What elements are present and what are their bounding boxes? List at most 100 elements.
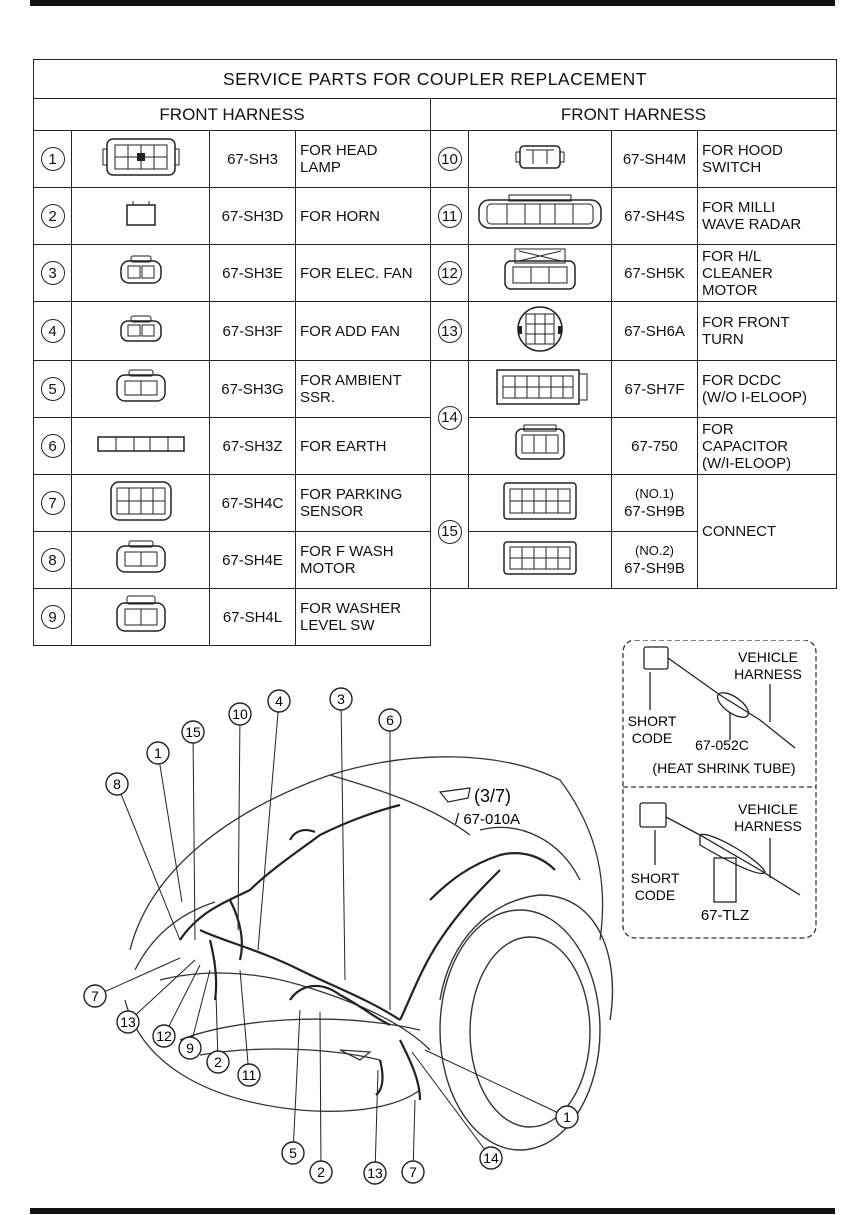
leader-line	[163, 964, 201, 1037]
left-header: FRONT HARNESS	[33, 98, 431, 131]
part-description: FOR HOOD SWITCH	[697, 130, 837, 188]
leader-line	[340, 698, 346, 981]
part-number: 67-750	[611, 417, 698, 475]
reference-page: (3/7)	[474, 786, 511, 806]
callout-circle	[555, 1105, 579, 1129]
part-number: 67-SH7F	[611, 360, 698, 418]
connector-icon	[71, 130, 210, 188]
wire-harness	[179, 803, 556, 1101]
part-description: FOR DCDC (W/O I-ELOOP)	[697, 360, 837, 418]
callout-circle	[152, 1024, 176, 1048]
callout-number: 3	[337, 691, 345, 707]
item-number: 4	[40, 319, 65, 343]
part-number: 67-SH3Z	[209, 417, 296, 475]
callout-circle	[378, 708, 402, 732]
callout-number: 2	[317, 1164, 325, 1180]
part-number: 67-SH9B	[624, 503, 685, 520]
pointing-hand-icon	[438, 787, 471, 803]
connector-icon	[468, 130, 612, 188]
part-description: FOR HEAD LAMP	[295, 130, 431, 188]
callout-circle	[267, 689, 291, 713]
callout-number: 15	[185, 724, 201, 740]
callout-circle	[237, 1063, 261, 1087]
item-number: 10	[437, 147, 462, 171]
callout-number: 1	[563, 1109, 571, 1125]
leader-line	[292, 1009, 301, 1154]
tlz-illustration	[639, 802, 801, 903]
part-number: 67-SH4S	[611, 187, 698, 245]
callout-circle	[178, 1036, 202, 1060]
front-wheel	[439, 894, 614, 1151]
connector-icon	[468, 244, 612, 302]
connector-icon	[468, 531, 612, 589]
connector-icon	[71, 417, 210, 475]
callout-number: 14	[483, 1150, 499, 1166]
connector-icon	[71, 531, 210, 589]
top-border	[30, 0, 835, 6]
part-number: 67-SH6A	[611, 301, 698, 361]
part-number: 67-SH3D	[209, 187, 296, 245]
part-number: 67-SH3G	[209, 360, 296, 418]
part-number: 67-SH4M	[611, 130, 698, 188]
part-description: FOR H/L CLEANER MOTOR	[697, 244, 837, 302]
service-parts-table: SERVICE PARTS FOR COUPLER REPLACEMENT FR…	[33, 59, 837, 646]
part-number: 67-SH3F	[209, 301, 296, 361]
item-number: 6	[40, 434, 65, 458]
reference-part: / 67-010A	[455, 811, 520, 828]
part-number: 67-SH9B	[624, 560, 685, 577]
car-body-outline	[124, 756, 604, 1112]
part-sub-label: (NO.1)	[635, 486, 674, 501]
part-description: FOR EARTH	[295, 417, 431, 475]
part-number: 67-SH4L	[209, 588, 296, 646]
part-description: FOR CAPACITOR (W/I-ELOOP)	[697, 417, 837, 475]
connector-icon	[71, 301, 210, 361]
leader-line	[374, 1069, 379, 1174]
leader-line	[192, 731, 196, 941]
item-number: 2	[40, 204, 65, 228]
part-description: FOR AMBIENT SSR.	[295, 360, 431, 418]
leader-line	[157, 752, 183, 903]
item-number: 8	[40, 548, 65, 572]
bottom-border	[30, 1208, 835, 1214]
item-number: 11	[437, 204, 462, 228]
callout-circle	[479, 1146, 503, 1170]
callout-number: 10	[232, 706, 248, 722]
part-description: FOR WASHER LEVEL SW	[295, 588, 431, 646]
connector-icon	[468, 417, 612, 475]
part-sub-label: (NO.2)	[635, 543, 674, 558]
part-description: FOR HORN	[295, 187, 431, 245]
leader-line	[94, 957, 181, 997]
callout-circle	[228, 702, 252, 726]
callout-circle	[206, 1050, 230, 1074]
leader-line	[127, 959, 196, 1023]
part-number: 67-SH4E	[209, 531, 296, 589]
part-description: FOR ADD FAN	[295, 301, 431, 361]
leader-line	[319, 1011, 322, 1173]
part-number: 67-SH3E	[209, 244, 296, 302]
leader-line	[214, 959, 219, 1063]
leader-line	[412, 1099, 416, 1173]
connector-icon	[71, 588, 210, 646]
callout-circle	[181, 720, 205, 744]
callout-circle	[116, 1010, 140, 1034]
connector-icon	[468, 474, 612, 532]
part-description: FOR FRONT TURN	[697, 301, 837, 361]
callout-number: 8	[113, 776, 121, 792]
callout-circle	[281, 1141, 305, 1165]
connector-icon	[71, 360, 210, 418]
callout-circle	[329, 687, 353, 711]
item-number: 1	[40, 147, 65, 171]
table-title: SERVICE PARTS FOR COUPLER REPLACEMENT	[33, 59, 837, 99]
leader-line	[257, 700, 280, 951]
callout-circle	[401, 1160, 425, 1184]
part-description: FOR PARKING SENSOR	[295, 474, 431, 532]
callout-circle	[309, 1160, 333, 1184]
connector-icon	[71, 474, 210, 532]
callout-circle	[105, 772, 129, 796]
callout-number: 7	[409, 1164, 417, 1180]
